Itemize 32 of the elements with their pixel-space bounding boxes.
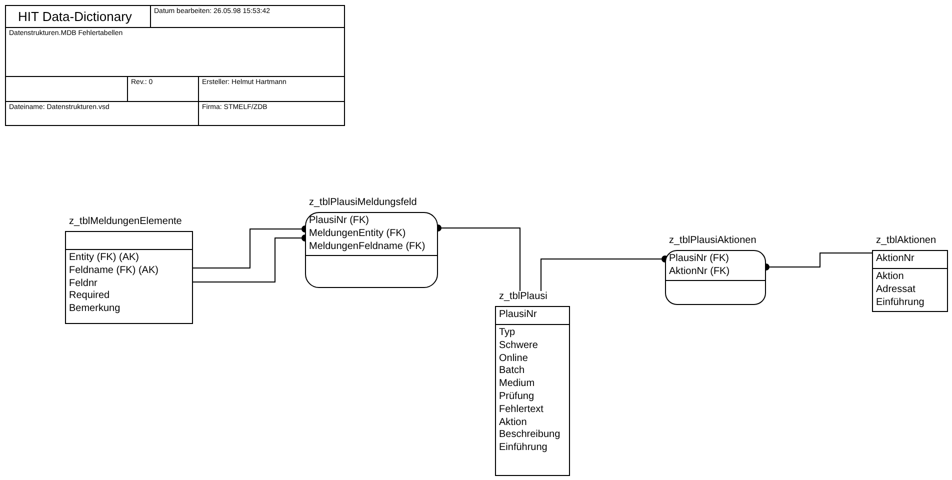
key-attribute: MeldungenEntity (FK): [309, 228, 407, 241]
key-attribute: PlausiNr: [499, 309, 538, 322]
attribute: Medium: [499, 378, 536, 391]
attribute: Adressat: [876, 284, 916, 297]
table-name: z_tblPlausiAktionen: [669, 235, 756, 247]
attribute: Beschreibung: [499, 429, 562, 442]
attribute: Online: [499, 352, 529, 366]
key-attribute: AktionNr (FK): [669, 266, 731, 279]
attribute: Aktion: [876, 271, 905, 284]
attribute: Typ: [499, 327, 516, 340]
table-name: z_tblMeldungenElemente: [69, 216, 182, 228]
table-name: z_tblAktionen: [876, 235, 936, 247]
attribute: Entity (FK) (AK): [69, 252, 140, 265]
attribute: Einführung: [499, 442, 548, 455]
attribute: Prüfung: [499, 390, 536, 404]
title: HIT Data-Dictionary: [18, 9, 132, 24]
key-attribute: MeldungenFeldname (FK): [309, 240, 426, 254]
attribute: Feldname (FK) (AK): [69, 264, 160, 278]
attribute: Feldnr: [69, 278, 98, 290]
key-attribute: AktionNr: [876, 253, 916, 266]
attribute: Bemerkung: [69, 303, 122, 316]
attribute: Aktion: [499, 416, 528, 430]
attribute: Batch: [499, 365, 526, 378]
attribute: Required: [69, 290, 111, 304]
attribute: Schwere: [499, 340, 539, 353]
key-attribute: PlausiNr (FK): [669, 253, 730, 266]
attribute: Fehlertext: [499, 404, 544, 417]
relationship-line: [540, 256, 668, 292]
key-attribute: PlausiNr (FK): [309, 215, 370, 228]
attribute: Einführung: [876, 296, 926, 310]
table-name: z_tblPlausi: [499, 291, 548, 303]
table-name: z_tblPlausiMeldungsfeld: [309, 197, 417, 209]
